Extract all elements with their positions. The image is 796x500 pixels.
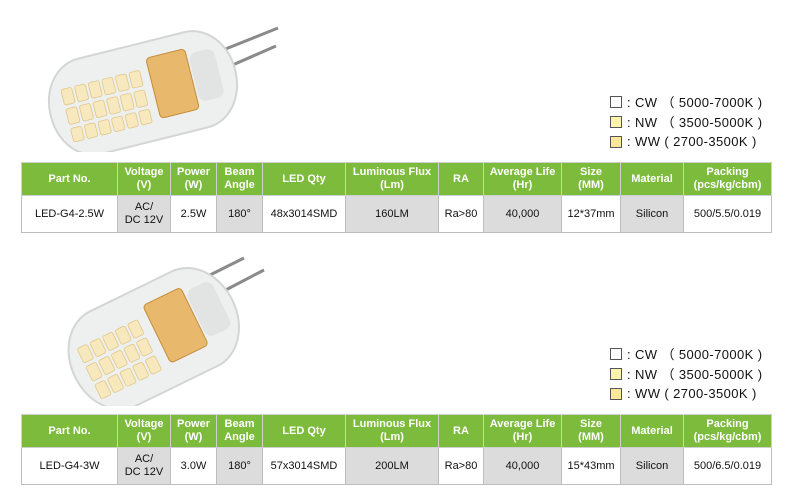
header-average-life: Average Life (Hr) bbox=[483, 414, 562, 448]
header-average-life: Average Life (Hr) bbox=[483, 162, 562, 196]
cell-luminous-flux: 200LM bbox=[345, 447, 439, 485]
cell-average-life: 40,000 bbox=[483, 447, 562, 485]
cell-ra: Ra>80 bbox=[438, 447, 484, 485]
legend-item-nw: : NW （ 3500-5000K ) bbox=[610, 364, 763, 383]
header-part-no: Part No. bbox=[21, 414, 118, 448]
header-packing: Packing (pcs/kg/cbm) bbox=[683, 162, 772, 196]
cell-material: Silicon bbox=[620, 195, 684, 233]
cell-material: Silicon bbox=[620, 447, 684, 485]
header-packing: Packing (pcs/kg/cbm) bbox=[683, 414, 772, 448]
cell-part-no: LED-G4-2.5W bbox=[21, 195, 118, 233]
header-luminous-flux: Luminous Flux (Lm) bbox=[345, 162, 439, 196]
legend-label: : WW ( 2700-3500K ) bbox=[627, 386, 757, 401]
header-size: Size (MM) bbox=[561, 162, 621, 196]
cell-packing: 500/5.5/0.019 bbox=[683, 195, 772, 233]
cell-luminous-flux: 160LM bbox=[345, 195, 439, 233]
legend-label: : CW （ 5000-7000K ) bbox=[627, 95, 763, 110]
table-header-row: Part No. Voltage (V) Power (W) Beam Angl… bbox=[21, 414, 772, 448]
cell-part-no: LED-G4-3W bbox=[21, 447, 118, 485]
nw-swatch bbox=[610, 115, 622, 128]
table-row: LED-G4-3W AC/ DC 12V 3.0W 180° 57x3014SM… bbox=[21, 447, 772, 485]
ww-swatch bbox=[610, 135, 622, 148]
header-part-no: Part No. bbox=[21, 162, 118, 196]
cell-power: 3.0W bbox=[170, 447, 217, 485]
cell-led-qty: 57x3014SMD bbox=[262, 447, 346, 485]
legend-item-cw: : CW （ 5000-7000K ) bbox=[610, 92, 763, 111]
nw-swatch bbox=[610, 367, 622, 380]
table-header-row: Part No. Voltage (V) Power (W) Beam Angl… bbox=[21, 162, 772, 196]
header-power: Power (W) bbox=[170, 162, 217, 196]
legend-item-ww: : WW ( 2700-3500K ) bbox=[610, 384, 763, 403]
cell-average-life: 40,000 bbox=[483, 195, 562, 233]
legend-label: : WW ( 2700-3500K ) bbox=[627, 134, 757, 149]
spec-table-2: Part No. Voltage (V) Power (W) Beam Angl… bbox=[21, 414, 772, 485]
header-size: Size (MM) bbox=[561, 414, 621, 448]
legend-item-nw: : NW （ 3500-5000K ) bbox=[610, 112, 763, 131]
header-material: Material bbox=[620, 414, 684, 448]
header-ra: RA bbox=[438, 414, 484, 448]
cw-swatch bbox=[610, 95, 622, 108]
header-material: Material bbox=[620, 162, 684, 196]
product-section-1: : CW （ 5000-7000K ) : NW （ 3500-5000K ) … bbox=[21, 26, 772, 233]
cell-voltage: AC/ DC 12V bbox=[117, 195, 171, 233]
header-beam-angle: Beam Angle bbox=[216, 162, 263, 196]
color-temperature-legend-1: : CW （ 5000-7000K ) : NW （ 3500-5000K ) … bbox=[610, 92, 763, 152]
header-voltage: Voltage (V) bbox=[117, 162, 171, 196]
header-led-qty: LED Qty bbox=[262, 414, 346, 448]
cell-beam-angle: 180° bbox=[216, 195, 263, 233]
legend-label: : NW （ 3500-5000K ) bbox=[627, 367, 763, 382]
legend-item-ww: : WW ( 2700-3500K ) bbox=[610, 132, 763, 151]
header-beam-angle: Beam Angle bbox=[216, 414, 263, 448]
cell-led-qty: 48x3014SMD bbox=[262, 195, 346, 233]
cell-ra: Ra>80 bbox=[438, 195, 484, 233]
header-luminous-flux: Luminous Flux (Lm) bbox=[345, 414, 439, 448]
color-temperature-legend-2: : CW （ 5000-7000K ) : NW （ 3500-5000K ) … bbox=[610, 344, 763, 404]
ww-swatch bbox=[610, 387, 622, 400]
cell-beam-angle: 180° bbox=[216, 447, 263, 485]
legend-item-cw: : CW （ 5000-7000K ) bbox=[610, 344, 763, 363]
header-led-qty: LED Qty bbox=[262, 162, 346, 196]
cell-size: 12*37mm bbox=[561, 195, 621, 233]
led-g4-bulb-image-2 bbox=[67, 256, 265, 406]
table-row: LED-G4-2.5W AC/ DC 12V 2.5W 180° 48x3014… bbox=[21, 195, 772, 233]
cell-voltage: AC/ DC 12V bbox=[117, 447, 171, 485]
cw-swatch bbox=[610, 347, 622, 360]
product-section-2: : CW （ 5000-7000K ) : NW （ 3500-5000K ) … bbox=[0, 252, 796, 500]
cell-power: 2.5W bbox=[170, 195, 217, 233]
legend-label: : CW （ 5000-7000K ) bbox=[627, 347, 763, 362]
header-power: Power (W) bbox=[170, 414, 217, 448]
led-g4-bulb-image-1 bbox=[47, 26, 279, 152]
legend-label: : NW （ 3500-5000K ) bbox=[627, 115, 763, 130]
cell-packing: 500/6.5/0.019 bbox=[683, 447, 772, 485]
header-ra: RA bbox=[438, 162, 484, 196]
spec-table-1: Part No. Voltage (V) Power (W) Beam Angl… bbox=[21, 162, 772, 233]
cell-size: 15*43mm bbox=[561, 447, 621, 485]
header-voltage: Voltage (V) bbox=[117, 414, 171, 448]
